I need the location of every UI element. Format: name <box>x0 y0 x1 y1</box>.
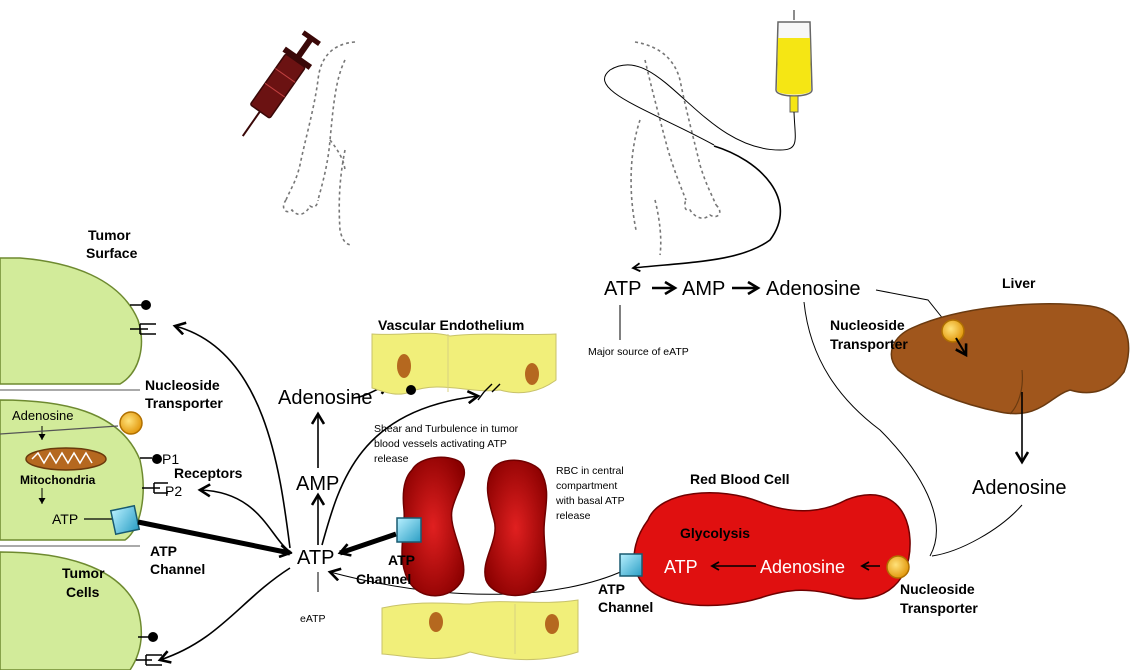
glycolysis-label: Glycolysis <box>680 525 750 541</box>
atp-channel-tumor-icon <box>111 506 139 534</box>
nucleoside-transporter-tumor-icon <box>120 412 142 434</box>
atp-tumor-label: ATP <box>52 511 78 527</box>
vascular-endothelium-label: Vascular Endothelium <box>378 317 524 333</box>
shear-label-1: Shear and Turbulence in tumor <box>374 423 519 435</box>
tumor-cells-label-2: Cells <box>66 584 100 600</box>
nucleoside-transporter-liver-label-2: Transporter <box>830 336 908 352</box>
tumor-cells-label-1: Tumor <box>62 565 105 581</box>
atp-channel-mid-label-2: Channel <box>356 571 411 587</box>
vascular-endothelium-bottom <box>382 600 578 660</box>
receptors-label: Receptors <box>174 465 243 481</box>
shear-label-2: blood vessels activating ATP <box>374 438 507 450</box>
rbc-central-label-4: release <box>556 510 591 522</box>
iv-bag-icon <box>605 10 812 150</box>
red-blood-cell-label: Red Blood Cell <box>690 471 790 487</box>
receptor-p2-icon-bottom <box>136 655 162 665</box>
atp-channel-right-label-1: ATP <box>598 581 625 597</box>
tumor-surface-label-2: Surface <box>86 245 138 261</box>
adenosine-right-label: Adenosine <box>972 477 1067 499</box>
tumor-surface-cell <box>0 258 141 390</box>
mitochondria-icon <box>26 448 106 470</box>
nucleoside-transporter-right-label-2: Transporter <box>900 600 978 616</box>
adenosine-top-label: Adenosine <box>766 278 861 300</box>
rbc-illustration <box>402 457 547 595</box>
amp-center-label: AMP <box>296 473 339 495</box>
nucleoside-transporter-rbc-icon <box>887 556 909 578</box>
receptor-p1-icon-top <box>130 300 151 310</box>
p2-label: P2 <box>165 483 182 499</box>
atp-channel-left-label-2: Channel <box>150 561 205 577</box>
mitochondria-label: Mitochondria <box>20 473 96 487</box>
adenosine-rbc-label: Adenosine <box>760 557 845 577</box>
atp-channel-right-label-2: Channel <box>598 599 653 615</box>
amp-top-label: AMP <box>682 278 725 300</box>
nucleoside-transporter-liver-icon <box>942 320 964 342</box>
nucleoside-transporter-left-label-1: Nucleoside <box>145 377 220 393</box>
liver-label: Liver <box>1002 275 1036 291</box>
rbc-central-label-2: compartment <box>556 480 617 492</box>
atp-channel-mid-icon <box>397 518 421 542</box>
liver-illustration <box>891 304 1128 414</box>
nucleoside-transporter-left-label-2: Transporter <box>145 395 223 411</box>
vascular-endothelium-top <box>372 333 556 394</box>
major-source-label: Major source of eATP <box>588 346 689 358</box>
rbc-central-label-1: RBC in central <box>556 465 624 477</box>
syringe-icon <box>230 27 326 145</box>
eatp-label: eATP <box>300 613 325 625</box>
atp-top-label: ATP <box>604 278 641 300</box>
atp-rbc-label: ATP <box>664 557 698 577</box>
receptor-p1-icon <box>140 454 162 464</box>
atp-center-label: ATP <box>297 547 334 569</box>
atp-channel-rbc-icon <box>620 554 642 576</box>
right-arm-illustration <box>631 42 720 255</box>
red-blood-cell-shape <box>634 493 910 606</box>
rbc-central-label-3: with basal ATP <box>555 495 625 507</box>
nucleoside-transporter-right-label-1: Nucleoside <box>900 581 975 597</box>
atp-channel-mid-label-1: ATP <box>388 552 415 568</box>
atp-channel-left-label-1: ATP <box>150 543 177 559</box>
nucleoside-transporter-liver-label-1: Nucleoside <box>830 317 905 333</box>
tumor-surface-label-1: Tumor <box>88 227 131 243</box>
shear-label-3: release <box>374 453 409 465</box>
adenosine-tumor-label: Adenosine <box>12 408 73 423</box>
